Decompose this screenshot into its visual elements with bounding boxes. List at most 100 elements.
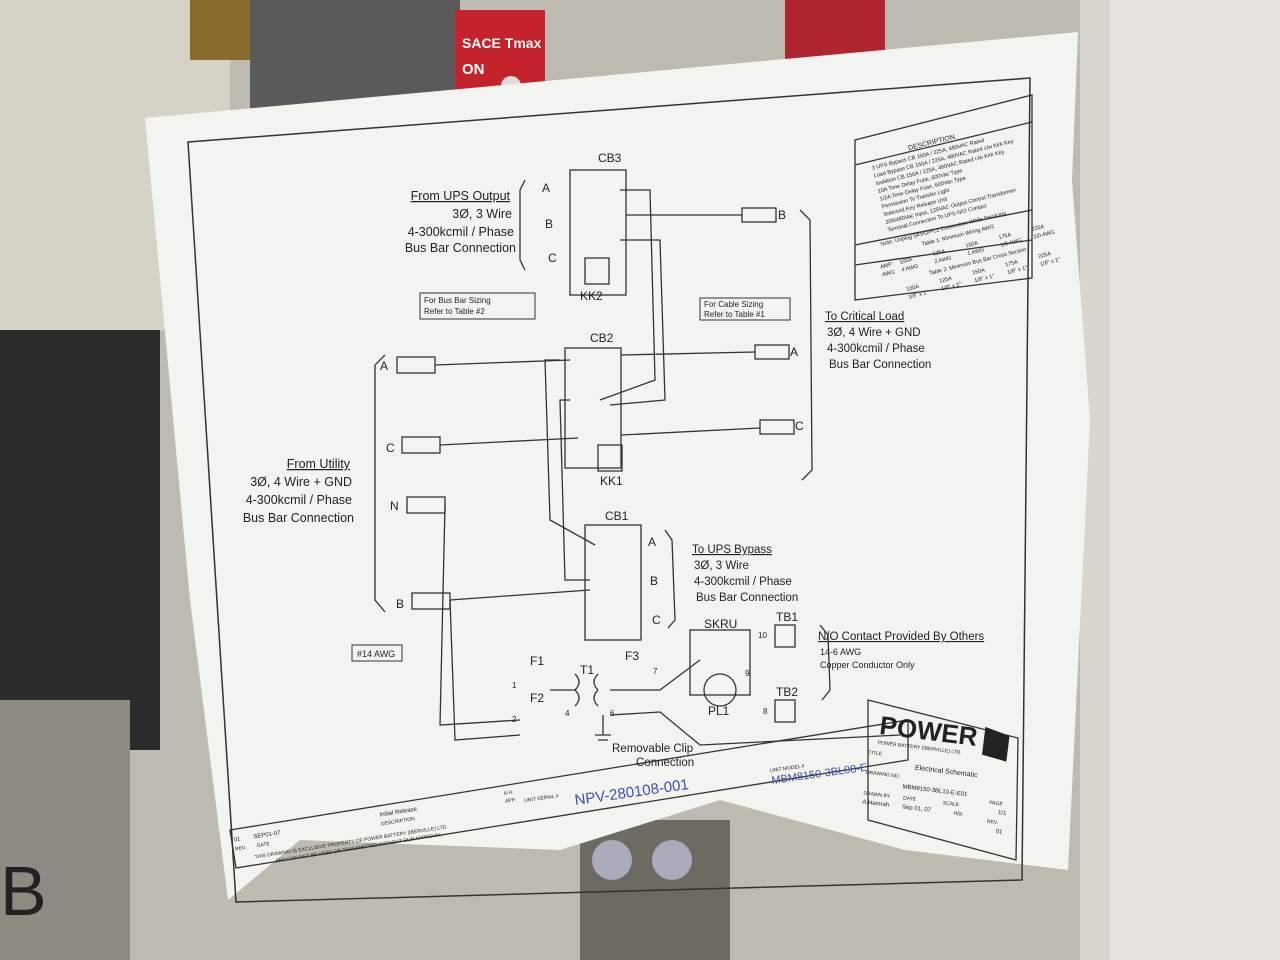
copper-bus [0,700,130,960]
power-logo-bolt-icon [982,726,1010,762]
ups-output-line: 4-300kcmil / Phase [408,225,514,239]
critical-load-line: 3Ø, 4 Wire + GND [827,327,921,339]
t2-amp: 175A [1005,259,1019,268]
breaker-state: ON [462,61,485,78]
no-contact-line: 14-6 AWG [820,647,861,657]
date-col-label: DATE [256,841,270,849]
ups-bypass-line: Bus Bar Connection [696,592,798,604]
panel-letter: B [0,852,47,930]
unit-serial-label: UNIT SERIAL # [524,793,559,804]
t1-amp: 125A [932,249,946,258]
date-label: DATE [903,795,917,803]
busbar-note: For Bus Bar Sizing [424,296,491,305]
cable-note-box [699,297,791,321]
f3-label: F3 [625,649,639,663]
utility-title: From Utility [287,457,351,471]
cb1-breaker [584,524,642,641]
t1-awg: 1/0 AWG [1000,238,1023,249]
date: Sep 01, 07 [902,804,932,814]
skru-label: SKRU [704,617,737,631]
t1-awg: 2/0 AWG [1033,230,1056,241]
phase-b-cb3: B [545,217,553,231]
t2-amp: 225A [1038,251,1052,260]
drawn-by-label: DRAWN BY [863,791,891,800]
terminal-7: 7 [653,667,658,676]
scale-label: SCALE [942,800,960,808]
t2-size: 1/8" x 1" [974,273,995,284]
breaker-brand: SACE Tmax [462,35,542,51]
phase-b-load: B [778,208,786,222]
busbar-note-box [419,292,536,320]
rev-description: Initial Release [379,807,418,819]
door-panel [1110,0,1280,960]
phase-a-cb3: A [542,181,550,195]
amp-label: AMP [880,262,893,271]
ups-output-line: 3Ø, 3 Wire [452,207,512,221]
terminal-4: 4 [565,709,570,718]
schematic-labels: CB3 C B 2 CB1 KK2 KK1 From UPS Output 3Ø, … [243,151,985,769]
kk2-label: KK2 [580,289,603,303]
t1-amp: 150A [965,240,979,249]
black-cables [0,330,160,750]
terminal-9: 9 [745,669,750,678]
phase-a-utility: A [380,359,388,373]
title-block: POWER POWER BATTERY (IBERVILLE) LTD. TIT… [862,710,1010,836]
f1-label: F1 [530,654,544,668]
critical-load-line: Bus Bar Connection [829,359,931,371]
t1-amp: 225A [1031,224,1045,233]
awg-label: AWG [882,269,896,278]
utility-line: 4-300kcmil / Phase [246,493,352,507]
terminal-2: 2 [512,715,517,724]
t1-amp: 175A [998,232,1012,241]
cable-note: Refer to Table #1 [704,310,765,319]
lug-bolt [652,840,692,880]
awg-note: #14 AWG [357,649,395,659]
page: 1/1 [998,810,1008,817]
phase-a-load: A [790,345,798,359]
phase-b-bypass: B [650,574,658,588]
drawing-no-label: DRAWING NO. [866,770,901,780]
t2-amp: 125A [939,276,953,285]
pl1-label: PL1 [708,704,730,718]
approver: A.H. [503,789,514,796]
unit-model-label: UNIT MODEL # [770,763,805,774]
schematic-drawing [229,94,1033,869]
cb1-label: CB1 [605,509,629,523]
phase-c-cb3: C [548,251,557,265]
t2-size: 1/8" x 1" [908,290,929,301]
t1-awg: 2 AWG [934,255,952,265]
t1-awg: 4 AWG [901,264,919,274]
awg-note-box [351,644,403,662]
kk2-lock-icon [584,257,610,285]
critical-load-line: 4-300kcmil / Phase [827,343,925,355]
rev-date: SEP01-07 [253,830,282,840]
cb3-label: CB3 [598,151,622,165]
ups-output-line: Bus Bar Connection [405,241,516,255]
t1-label: T1 [580,663,594,677]
busbar-note: Refer to Table #2 [424,307,485,316]
rev-label: REV. [987,819,999,826]
terminal-1: 1 [512,681,517,690]
kk1-label: KK1 [600,474,623,488]
rev-number: 01 [233,837,241,844]
rev-col-label: REV. [235,845,247,853]
phase-a-bypass: A [648,535,656,549]
page-label: PAGE [989,800,1004,808]
t2-size: 1/8" x 1" [1007,265,1028,276]
drawn-by: A.Hamrah [862,799,890,808]
lug-bolt [592,840,632,880]
tb1-label: TB1 [776,610,798,624]
t2-size: 1/8" x 1" [1040,257,1061,268]
schematic-paper [145,32,1090,900]
scale: n/a [953,811,963,818]
f2-label: F2 [530,691,544,705]
phase-n-utility: N [390,499,399,513]
no-contact-line: Copper Conductor Only [820,660,915,670]
no-contact-title: N/O Contact Provided By Others [818,631,984,643]
cb2-breaker [564,347,622,469]
clip-label: Removable Clip [612,743,693,755]
utility-line: 3Ø, 4 Wire + GND [250,475,352,489]
ups-bypass-title: To UPS Bypass [692,544,772,556]
utility-line: Bus Bar Connection [243,511,354,525]
ups-output-title: From UPS Output [411,189,511,203]
